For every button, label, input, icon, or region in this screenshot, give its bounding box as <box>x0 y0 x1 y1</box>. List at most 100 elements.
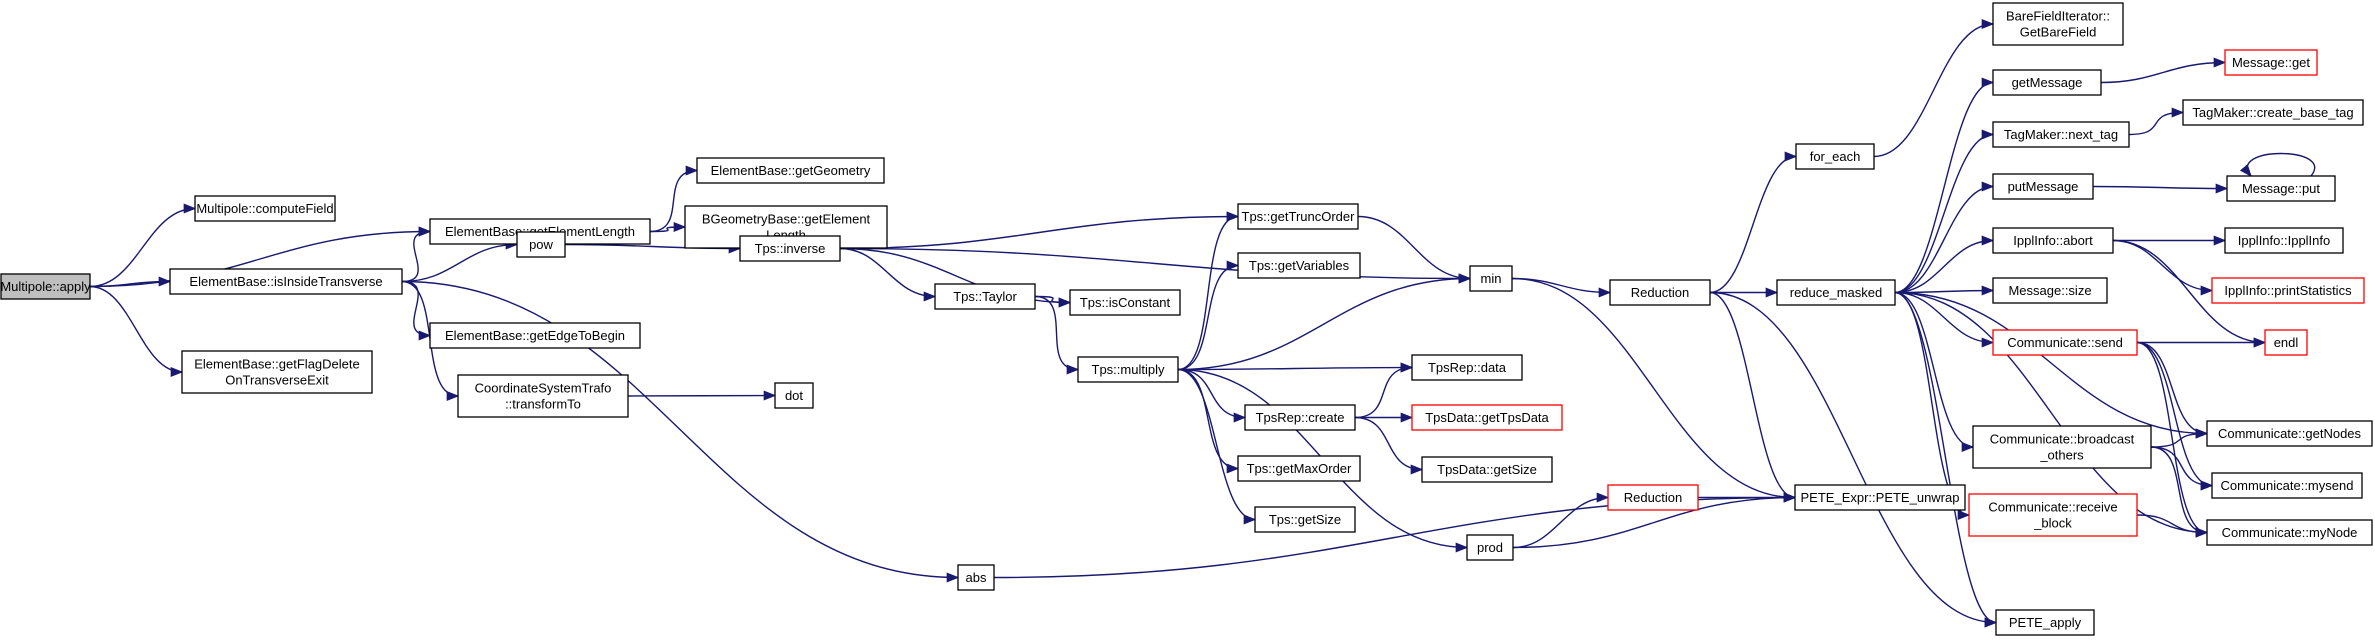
node-tps-taylor[interactable]: Tps::Taylor <box>934 283 1036 310</box>
node-box <box>1244 404 1356 431</box>
edge-for-each-to-bfi <box>1873 18 1995 158</box>
edge-ippl-abort-to-ippl-stats <box>2112 239 2214 296</box>
node-comm-mynode[interactable]: Communicate::myNode <box>2206 519 2373 546</box>
edge-reduce-masked-to-pete-apply <box>1894 291 1998 628</box>
node-label: BareFieldIterator:: <box>2006 9 2110 24</box>
node-comm-send[interactable]: Communicate::send <box>1992 329 2138 356</box>
node-tag-base[interactable]: TagMaker::create_base_tag <box>2182 99 2364 126</box>
node-pete-apply[interactable]: PETE_apply <box>1995 609 2095 636</box>
node-msg-get[interactable]: Message::get <box>2224 49 2318 76</box>
node-label: IpplInfo::printStatistics <box>2224 283 2352 298</box>
edge-min-to-pete-unwrap <box>1511 277 1797 503</box>
node-cst[interactable]: CoordinateSystemTrafo::transformTo <box>457 374 629 418</box>
node-reduction1[interactable]: Reduction <box>1609 279 1711 306</box>
node-tpsdata-size[interactable]: TpsData::getSize <box>1421 456 1553 483</box>
node-ippl-stats[interactable]: IpplInfo::printStatistics <box>2211 277 2365 304</box>
node-reduction2[interactable]: Reduction <box>1607 484 1699 511</box>
node-getMessage[interactable]: getMessage <box>1992 69 2102 96</box>
node-label: Reduction <box>1624 490 1683 505</box>
edge-comm-send-to-comm-mynode <box>2136 341 2209 538</box>
node-tpsdata-get[interactable]: TpsData::getTpsData <box>1411 404 1563 431</box>
node-eb-inside[interactable]: ElementBase::isInsideTransverse <box>169 268 403 295</box>
edge-path <box>2239 152 2316 177</box>
edge-path <box>89 203 197 288</box>
node-box <box>1421 456 1553 483</box>
node-label: TpsData::getSize <box>1437 462 1537 477</box>
node-label: Message::put <box>2242 181 2320 196</box>
node-comm-mysend[interactable]: Communicate::mysend <box>2211 472 2363 499</box>
node-mp-compute[interactable]: Multipole::computeField <box>194 195 336 222</box>
edge-ippl-abort-to-endl <box>2112 239 2267 348</box>
edge-eb-inside-to-abs <box>401 280 960 583</box>
node-pow[interactable]: pow <box>516 231 566 258</box>
node-label: Communicate::mysend <box>2221 478 2354 493</box>
node-label: OnTransverseExit <box>225 373 329 388</box>
edge-eb-getLength-to-bgeom-len <box>649 221 687 233</box>
node-dot[interactable]: dot <box>774 382 814 409</box>
node-abs[interactable]: abs <box>957 564 995 591</box>
edge-eb-inside-to-pow <box>401 239 519 283</box>
edge-path <box>401 280 960 583</box>
node-label: Multipole::computeField <box>196 201 333 216</box>
node-tpsrep-create[interactable]: TpsRep::create <box>1244 404 1356 431</box>
node-eb-flag[interactable]: ElementBase::getFlagDeleteOnTransverseEx… <box>181 350 373 394</box>
node-label: abs <box>966 570 987 585</box>
node-mp-apply[interactable]: Multipole::apply <box>0 273 91 300</box>
node-for-each[interactable]: for_each <box>1795 143 1875 170</box>
node-label: Communicate::myNode <box>2222 525 2358 540</box>
node-min[interactable]: min <box>1469 265 1513 292</box>
edge-reduce-masked-to-getMessage <box>1894 77 1995 294</box>
edge-path <box>1894 235 1995 294</box>
node-label: TagMaker::create_base_tag <box>2192 105 2353 120</box>
node-tps-const[interactable]: Tps::isConstant <box>1069 289 1181 316</box>
node-label: Reduction <box>1631 285 1690 300</box>
node-box <box>1992 2 2124 46</box>
edge-path <box>1709 151 1798 294</box>
node-ippl-info[interactable]: IpplInfo::IpplInfo <box>2224 227 2344 254</box>
node-box <box>739 235 841 262</box>
edge-tps-multiply-to-tpsrep-create <box>1177 368 1247 423</box>
node-pete-unwrap[interactable]: PETE_Expr::PETE_unwrap <box>1794 484 1966 511</box>
node-label: Tps::inverse <box>755 241 826 256</box>
node-eb-geom[interactable]: ElementBase::getGeometry <box>696 157 885 184</box>
node-eb-edge[interactable]: ElementBase::getEdgeToBegin <box>429 322 641 349</box>
node-tps-size[interactable]: Tps::getSize <box>1254 506 1356 533</box>
node-comm-bcast[interactable]: Communicate::broadcast_others <box>1972 425 2152 469</box>
edge-path <box>1512 492 1610 549</box>
edge-path <box>401 239 519 283</box>
node-tps-vars[interactable]: Tps::getVariables <box>1237 252 1361 279</box>
edge-path <box>2100 57 2227 84</box>
node-putMessage[interactable]: putMessage <box>1992 173 2094 200</box>
edge-putMessage-to-msg-put <box>2092 183 2229 194</box>
node-msg-put[interactable]: Message::put <box>2226 175 2336 202</box>
edge-tps-multiply-to-tps-vars <box>1177 260 1240 371</box>
node-tps-multiply[interactable]: Tps::multiply <box>1077 356 1179 383</box>
edge-reduction1-to-for-each <box>1709 151 1798 294</box>
node-box <box>696 157 885 184</box>
node-comm-nodes[interactable]: Communicate::getNodes <box>2206 420 2373 447</box>
node-box <box>1237 455 1361 482</box>
node-label: Communicate::broadcast <box>1990 432 2135 447</box>
edge-path <box>1873 18 1995 158</box>
node-msg-size[interactable]: Message::size <box>1992 277 2108 304</box>
node-reduce-masked[interactable]: reduce_masked <box>1776 279 1896 306</box>
node-box <box>1411 404 1563 431</box>
node-endl[interactable]: endl <box>2264 329 2308 356</box>
node-box <box>429 322 641 349</box>
edge-reduce-masked-to-comm-mynode <box>1894 291 2209 538</box>
node-tps-maxorder[interactable]: Tps::getMaxOrder <box>1237 455 1361 482</box>
node-bfi[interactable]: BareFieldIterator::GetBareField <box>1992 2 2124 46</box>
node-label: Tps::getSize <box>1269 512 1341 527</box>
node-tps-inverse[interactable]: Tps::inverse <box>739 235 841 262</box>
edge-path <box>2128 107 2185 136</box>
node-tpsrep-data[interactable]: TpsRep::data <box>1411 354 1523 381</box>
node-label: putMessage <box>2008 179 2079 194</box>
node-prod[interactable]: prod <box>1466 534 1514 561</box>
node-tps-trunc[interactable]: Tps::getTruncOrder <box>1237 203 1359 230</box>
node-label: TpsRep::data <box>1428 360 1507 375</box>
node-comm-recv[interactable]: Communicate::receive_block <box>1968 493 2138 537</box>
node-tag-next[interactable]: TagMaker::next_tag <box>1992 121 2130 148</box>
edge-path <box>1894 291 1975 452</box>
node-box <box>1794 484 1966 511</box>
node-ippl-abort[interactable]: IpplInfo::abort <box>1992 227 2114 254</box>
